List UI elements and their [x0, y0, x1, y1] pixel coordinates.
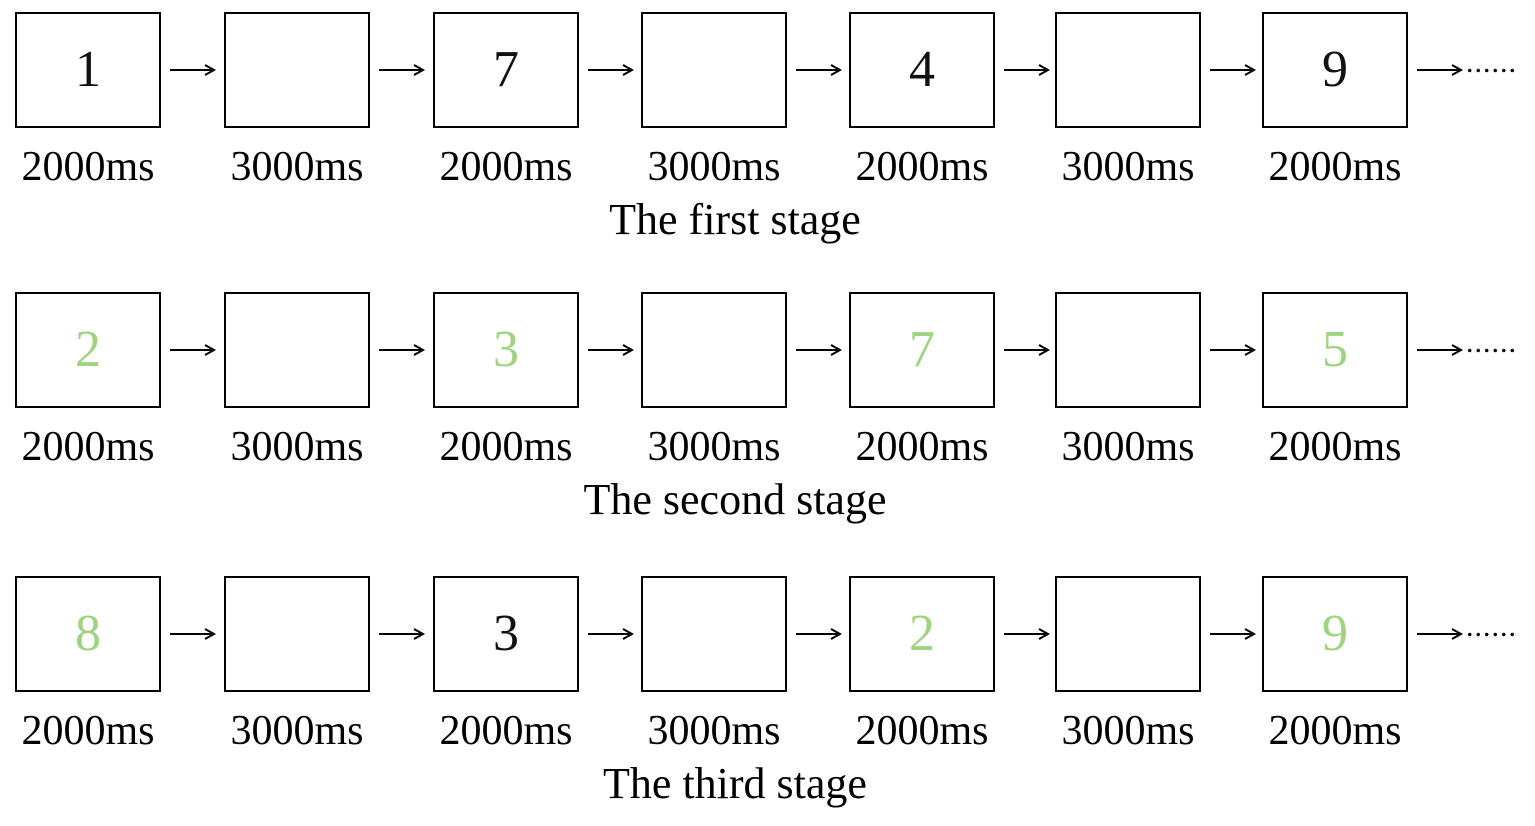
- digit-frame: 4: [849, 12, 995, 128]
- frame-duration: 3000ms: [1061, 144, 1195, 190]
- right-arrow-icon: [796, 628, 843, 640]
- frame-digit: 8: [75, 605, 101, 662]
- blank-frame: [224, 576, 370, 692]
- blank-frame: [1055, 12, 1201, 128]
- frame-duration: 2000ms: [21, 424, 155, 470]
- frame-duration: 3000ms: [230, 708, 364, 754]
- frame-duration: 2000ms: [1268, 424, 1402, 470]
- blank-frame: [641, 576, 787, 692]
- digit-frame: 9: [1262, 12, 1408, 128]
- right-arrow-icon: [1004, 344, 1051, 356]
- blank-frame: [1055, 292, 1201, 408]
- frame-duration: 3000ms: [647, 424, 781, 470]
- right-arrow-icon: [588, 344, 635, 356]
- continuation-dots: ......: [1466, 610, 1517, 643]
- frame-digit: 4: [909, 41, 935, 98]
- frame-duration: 2000ms: [855, 708, 989, 754]
- frame-duration: 2000ms: [439, 424, 573, 470]
- right-arrow-icon: [1210, 64, 1257, 76]
- frame-digit: 1: [75, 41, 101, 98]
- frame-digit: 7: [493, 41, 519, 98]
- frame-digit: 2: [909, 605, 935, 662]
- frame-digit: 9: [1322, 605, 1348, 662]
- stage-2: 2 2000ms 3000ms 3 2000ms 3000ms 7 2000ms 3000ms 5…: [0, 292, 1535, 542]
- stage-title: The second stage: [583, 475, 887, 524]
- frame-digit: 7: [909, 321, 935, 378]
- stage-title: The third stage: [603, 759, 867, 808]
- right-arrow-icon: [170, 344, 217, 356]
- digit-frame: 5: [1262, 292, 1408, 408]
- digit-frame: 3: [433, 292, 579, 408]
- stage-title: The first stage: [609, 195, 861, 244]
- digit-frame: 3: [433, 576, 579, 692]
- right-arrow-icon: [1210, 344, 1257, 356]
- right-arrow-icon: [379, 64, 426, 76]
- digit-frame: 2: [849, 576, 995, 692]
- frame-digit: 3: [493, 605, 519, 662]
- frame-duration: 2000ms: [21, 144, 155, 190]
- digit-frame: 7: [849, 292, 995, 408]
- frame-duration: 2000ms: [439, 708, 573, 754]
- blank-frame: [1055, 576, 1201, 692]
- stage-1: 1 2000ms 3000ms 7 2000ms 3000ms 4 2000ms 3000ms 9…: [0, 12, 1535, 262]
- frame-duration: 3000ms: [647, 144, 781, 190]
- digit-frame: 2: [15, 292, 161, 408]
- digit-frame: 9: [1262, 576, 1408, 692]
- digit-frame: 1: [15, 12, 161, 128]
- right-arrow-icon: [588, 628, 635, 640]
- right-arrow-icon: [1417, 344, 1464, 356]
- blank-frame: [224, 12, 370, 128]
- blank-frame: [641, 12, 787, 128]
- frame-duration: 2000ms: [1268, 144, 1402, 190]
- frame-duration: 3000ms: [647, 708, 781, 754]
- right-arrow-icon: [796, 64, 843, 76]
- frame-digit: 2: [75, 321, 101, 378]
- frame-duration: 2000ms: [21, 708, 155, 754]
- frame-digit: 9: [1322, 41, 1348, 98]
- right-arrow-icon: [588, 64, 635, 76]
- frame-duration: 2000ms: [439, 144, 573, 190]
- right-arrow-icon: [1004, 64, 1051, 76]
- continuation-dots: ......: [1466, 46, 1517, 79]
- right-arrow-icon: [1210, 628, 1257, 640]
- right-arrow-icon: [796, 344, 843, 356]
- right-arrow-icon: [170, 64, 217, 76]
- stage-3: 8 2000ms 3000ms 3 2000ms 3000ms 2 2000ms 3000ms 9…: [0, 576, 1535, 826]
- frame-digit: 3: [493, 321, 519, 378]
- right-arrow-icon: [1004, 628, 1051, 640]
- frame-duration: 2000ms: [855, 424, 989, 470]
- digit-frame: 7: [433, 12, 579, 128]
- right-arrow-icon: [379, 344, 426, 356]
- digit-frame: 8: [15, 576, 161, 692]
- frame-duration: 2000ms: [1268, 708, 1402, 754]
- continuation-dots: ......: [1466, 326, 1517, 359]
- frame-digit: 5: [1322, 321, 1348, 378]
- right-arrow-icon: [170, 628, 217, 640]
- frame-duration: 3000ms: [1061, 708, 1195, 754]
- right-arrow-icon: [1417, 64, 1464, 76]
- frame-duration: 3000ms: [1061, 424, 1195, 470]
- frame-duration: 3000ms: [230, 424, 364, 470]
- frame-duration: 2000ms: [855, 144, 989, 190]
- blank-frame: [641, 292, 787, 408]
- frame-duration: 3000ms: [230, 144, 364, 190]
- blank-frame: [224, 292, 370, 408]
- right-arrow-icon: [1417, 628, 1464, 640]
- right-arrow-icon: [379, 628, 426, 640]
